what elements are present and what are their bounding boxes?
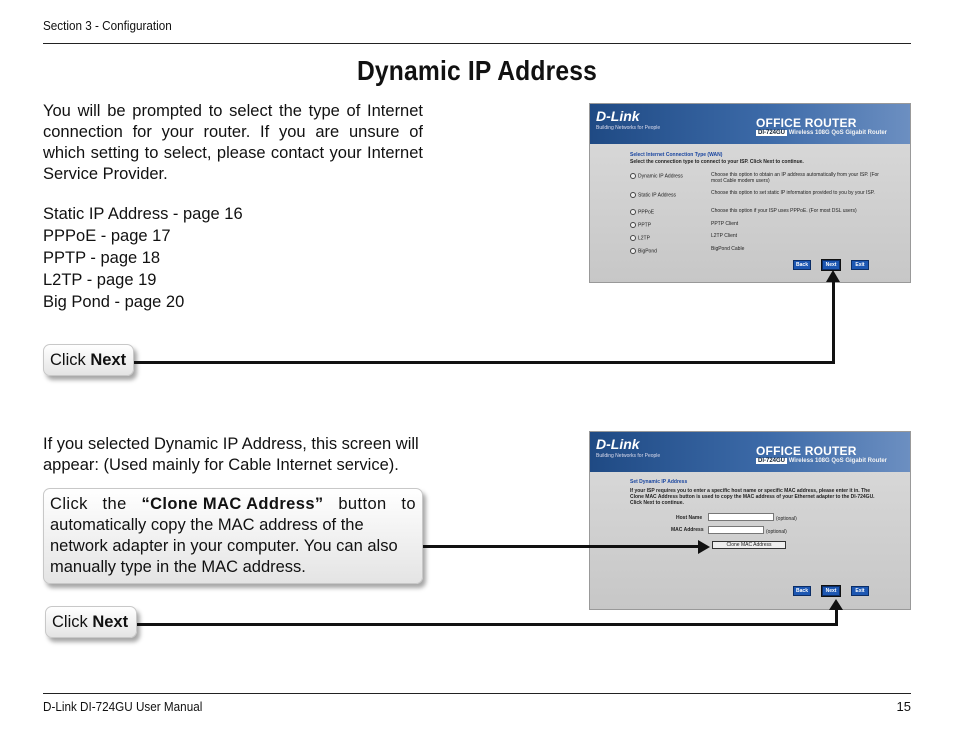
manual-name: D-Link DI-724GU User Manual bbox=[43, 699, 203, 714]
dlink-logo: D-Link bbox=[596, 108, 640, 124]
page-reference: Big Pond - page 20 bbox=[43, 293, 185, 311]
next-button[interactable]: Next bbox=[821, 259, 841, 271]
host-name-hint: (optional) bbox=[776, 516, 797, 522]
callout-text: automatically copy the MAC address of th… bbox=[50, 516, 398, 576]
exit-button[interactable]: Exit bbox=[851, 586, 869, 596]
wizard-instruction: If your ISP requires you to enter a spec… bbox=[630, 488, 875, 506]
callout-word: the bbox=[102, 495, 127, 513]
dlink-logo: D-Link bbox=[596, 436, 640, 452]
connector-line bbox=[832, 280, 835, 364]
page-reference: L2TP - page 19 bbox=[43, 271, 157, 289]
connector-line bbox=[137, 623, 838, 626]
page-reference: Static IP Address - page 16 bbox=[43, 205, 243, 223]
callout-prefix: Click bbox=[50, 351, 91, 369]
header-rule bbox=[43, 43, 911, 44]
mac-address-hint: (optional) bbox=[766, 529, 787, 535]
logo-tagline: Building Networks for People bbox=[596, 125, 661, 131]
page-title: Dynamic IP Address bbox=[356, 55, 598, 86]
radio-pppoe[interactable]: PPPoE bbox=[630, 209, 654, 215]
option-description: Choose this option if your ISP uses PPPo… bbox=[711, 208, 857, 214]
wizard-heading: Select Internet Connection Type (WAN) bbox=[630, 152, 723, 158]
section-label: Section 3 - Configuration bbox=[43, 18, 172, 33]
option-description: L2TP Client bbox=[711, 233, 738, 239]
host-name-input[interactable] bbox=[708, 513, 774, 521]
logo-tagline: Building Networks for People bbox=[596, 453, 661, 459]
arrow-right-icon bbox=[698, 540, 710, 554]
callout-bold: “Clone MAC Address” bbox=[141, 495, 324, 513]
arrow-up-icon bbox=[829, 599, 843, 610]
option-description: PPTP Client bbox=[711, 221, 739, 227]
radio-bigpond[interactable]: BigPond bbox=[630, 248, 657, 254]
model-badge: DI-724GU bbox=[756, 458, 788, 464]
intro-paragraph: You will be prompted to select the type … bbox=[43, 102, 423, 183]
arrow-up-icon bbox=[826, 270, 840, 282]
callout-word: to bbox=[401, 495, 416, 513]
wizard-heading: Set Dynamic IP Address bbox=[630, 479, 688, 485]
mac-address-label: MAC Address bbox=[671, 527, 704, 533]
callout-bold: Next bbox=[92, 613, 129, 631]
host-name-label: Host Name bbox=[676, 515, 703, 521]
router-banner: D-Link Building Networks for People OFFI… bbox=[590, 432, 910, 472]
callout-first-line: Click the “Clone MAC Address” button to bbox=[50, 494, 416, 515]
router-banner: D-Link Building Networks for People OFFI… bbox=[590, 104, 910, 144]
dynamic-ip-paragraph: If you selected Dynamic IP Address, this… bbox=[43, 435, 419, 474]
click-next-callout: Click Next bbox=[43, 344, 134, 376]
click-next-callout: Click Next bbox=[45, 606, 137, 638]
mac-address-input[interactable] bbox=[708, 526, 764, 534]
model-badge: DI-724GU bbox=[756, 130, 788, 136]
back-button[interactable]: Back bbox=[793, 260, 811, 270]
wizard-instruction: Select the connection type to connect to… bbox=[630, 159, 804, 165]
next-button[interactable]: Next bbox=[821, 585, 841, 597]
model-description: Wireless 108G QoS Gigabit Router bbox=[788, 130, 887, 136]
radio-l2tp[interactable]: L2TP bbox=[630, 235, 650, 241]
callout-bold: Next bbox=[90, 351, 127, 369]
exit-button[interactable]: Exit bbox=[851, 260, 869, 270]
radio-pptp[interactable]: PPTP bbox=[630, 222, 651, 228]
connector-line bbox=[835, 608, 838, 626]
back-button[interactable]: Back bbox=[793, 586, 811, 596]
wizard-body: Set Dynamic IP Address If your ISP requi… bbox=[590, 472, 910, 609]
clone-mac-callout: Click the “Clone MAC Address” button to … bbox=[43, 488, 423, 584]
connection-type-screenshot: D-Link Building Networks for People OFFI… bbox=[589, 103, 911, 283]
radio-static-ip[interactable]: Static IP Address bbox=[630, 192, 676, 198]
callout-word: button bbox=[338, 495, 387, 513]
product-name: OFFICE ROUTER bbox=[756, 444, 857, 458]
radio-dynamic-ip[interactable]: Dynamic IP Address bbox=[630, 173, 683, 179]
page-reference: PPPoE - page 17 bbox=[43, 227, 171, 245]
page-number: 15 bbox=[896, 699, 911, 714]
option-description: BigPond Cable bbox=[711, 246, 745, 252]
option-description: Choose this option to obtain an IP addre… bbox=[711, 172, 879, 184]
connector-line bbox=[134, 361, 834, 364]
callout-prefix: Click bbox=[52, 613, 93, 631]
callout-word: Click bbox=[50, 495, 88, 513]
clone-mac-button[interactable]: Clone MAC Address bbox=[712, 541, 786, 549]
model-line: DI-724GU Wireless 108G QoS Gigabit Route… bbox=[756, 130, 887, 136]
dynamic-ip-screenshot: D-Link Building Networks for People OFFI… bbox=[589, 431, 911, 610]
model-line: DI-724GU Wireless 108G QoS Gigabit Route… bbox=[756, 458, 887, 464]
page-reference-list: Static IP Address - page 16 PPPoE - page… bbox=[43, 203, 243, 313]
product-name: OFFICE ROUTER bbox=[756, 116, 857, 130]
footer-rule bbox=[43, 693, 911, 694]
wizard-body: Select Internet Connection Type (WAN) Se… bbox=[590, 144, 910, 282]
connector-line bbox=[423, 545, 700, 548]
option-description: Choose this option to set static IP info… bbox=[711, 190, 875, 196]
model-description: Wireless 108G QoS Gigabit Router bbox=[788, 458, 887, 464]
page-reference: PPTP - page 18 bbox=[43, 249, 161, 267]
